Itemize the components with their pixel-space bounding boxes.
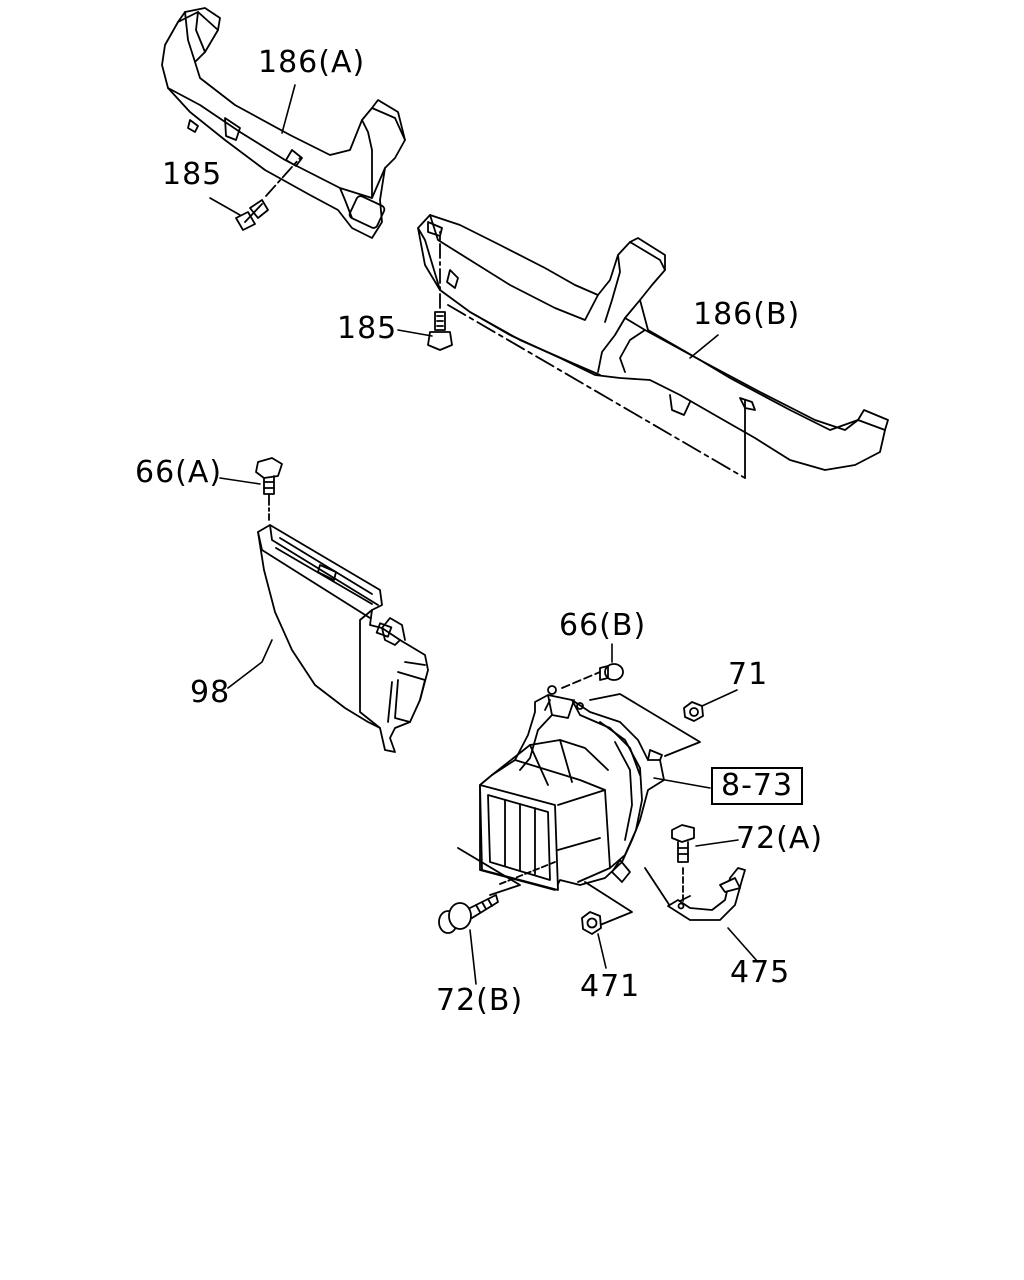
callout-185-upper[interactable]: 185 (162, 157, 223, 192)
screw-72b-icon (439, 895, 498, 933)
bolt-66b-icon (600, 664, 623, 680)
duct-186a-icon (162, 8, 405, 238)
blower-case-icon (480, 686, 664, 890)
bolt-66a-icon (256, 458, 282, 520)
reference-box-8-73[interactable]: 8-73 (711, 767, 804, 805)
callout-72b[interactable]: 72(B) (436, 983, 524, 1018)
callout-185-lower[interactable]: 185 (337, 311, 398, 346)
leader-lines (210, 85, 758, 984)
callout-186a[interactable]: 186(A) (258, 45, 366, 80)
nut-71-icon (684, 702, 703, 721)
callout-475[interactable]: 475 (730, 955, 791, 990)
nut-471-icon (582, 912, 601, 934)
callout-66a[interactable]: 66(A) (135, 455, 223, 490)
bolt-185-upper-icon (236, 158, 300, 230)
duct-98-icon (258, 525, 428, 752)
bolt-185-lower-icon (428, 232, 452, 350)
duct-186b-icon (418, 215, 888, 470)
callout-71[interactable]: 71 (728, 657, 769, 692)
callout-471[interactable]: 471 (580, 969, 641, 1004)
callout-186b[interactable]: 186(B) (693, 297, 801, 332)
bracket-475-icon (668, 868, 745, 920)
callout-66b[interactable]: 66(B) (559, 608, 647, 643)
bolt-72a-icon (672, 825, 694, 862)
center-line (448, 305, 745, 478)
callout-98[interactable]: 98 (190, 675, 231, 710)
callout-72a[interactable]: 72(A) (736, 821, 824, 856)
